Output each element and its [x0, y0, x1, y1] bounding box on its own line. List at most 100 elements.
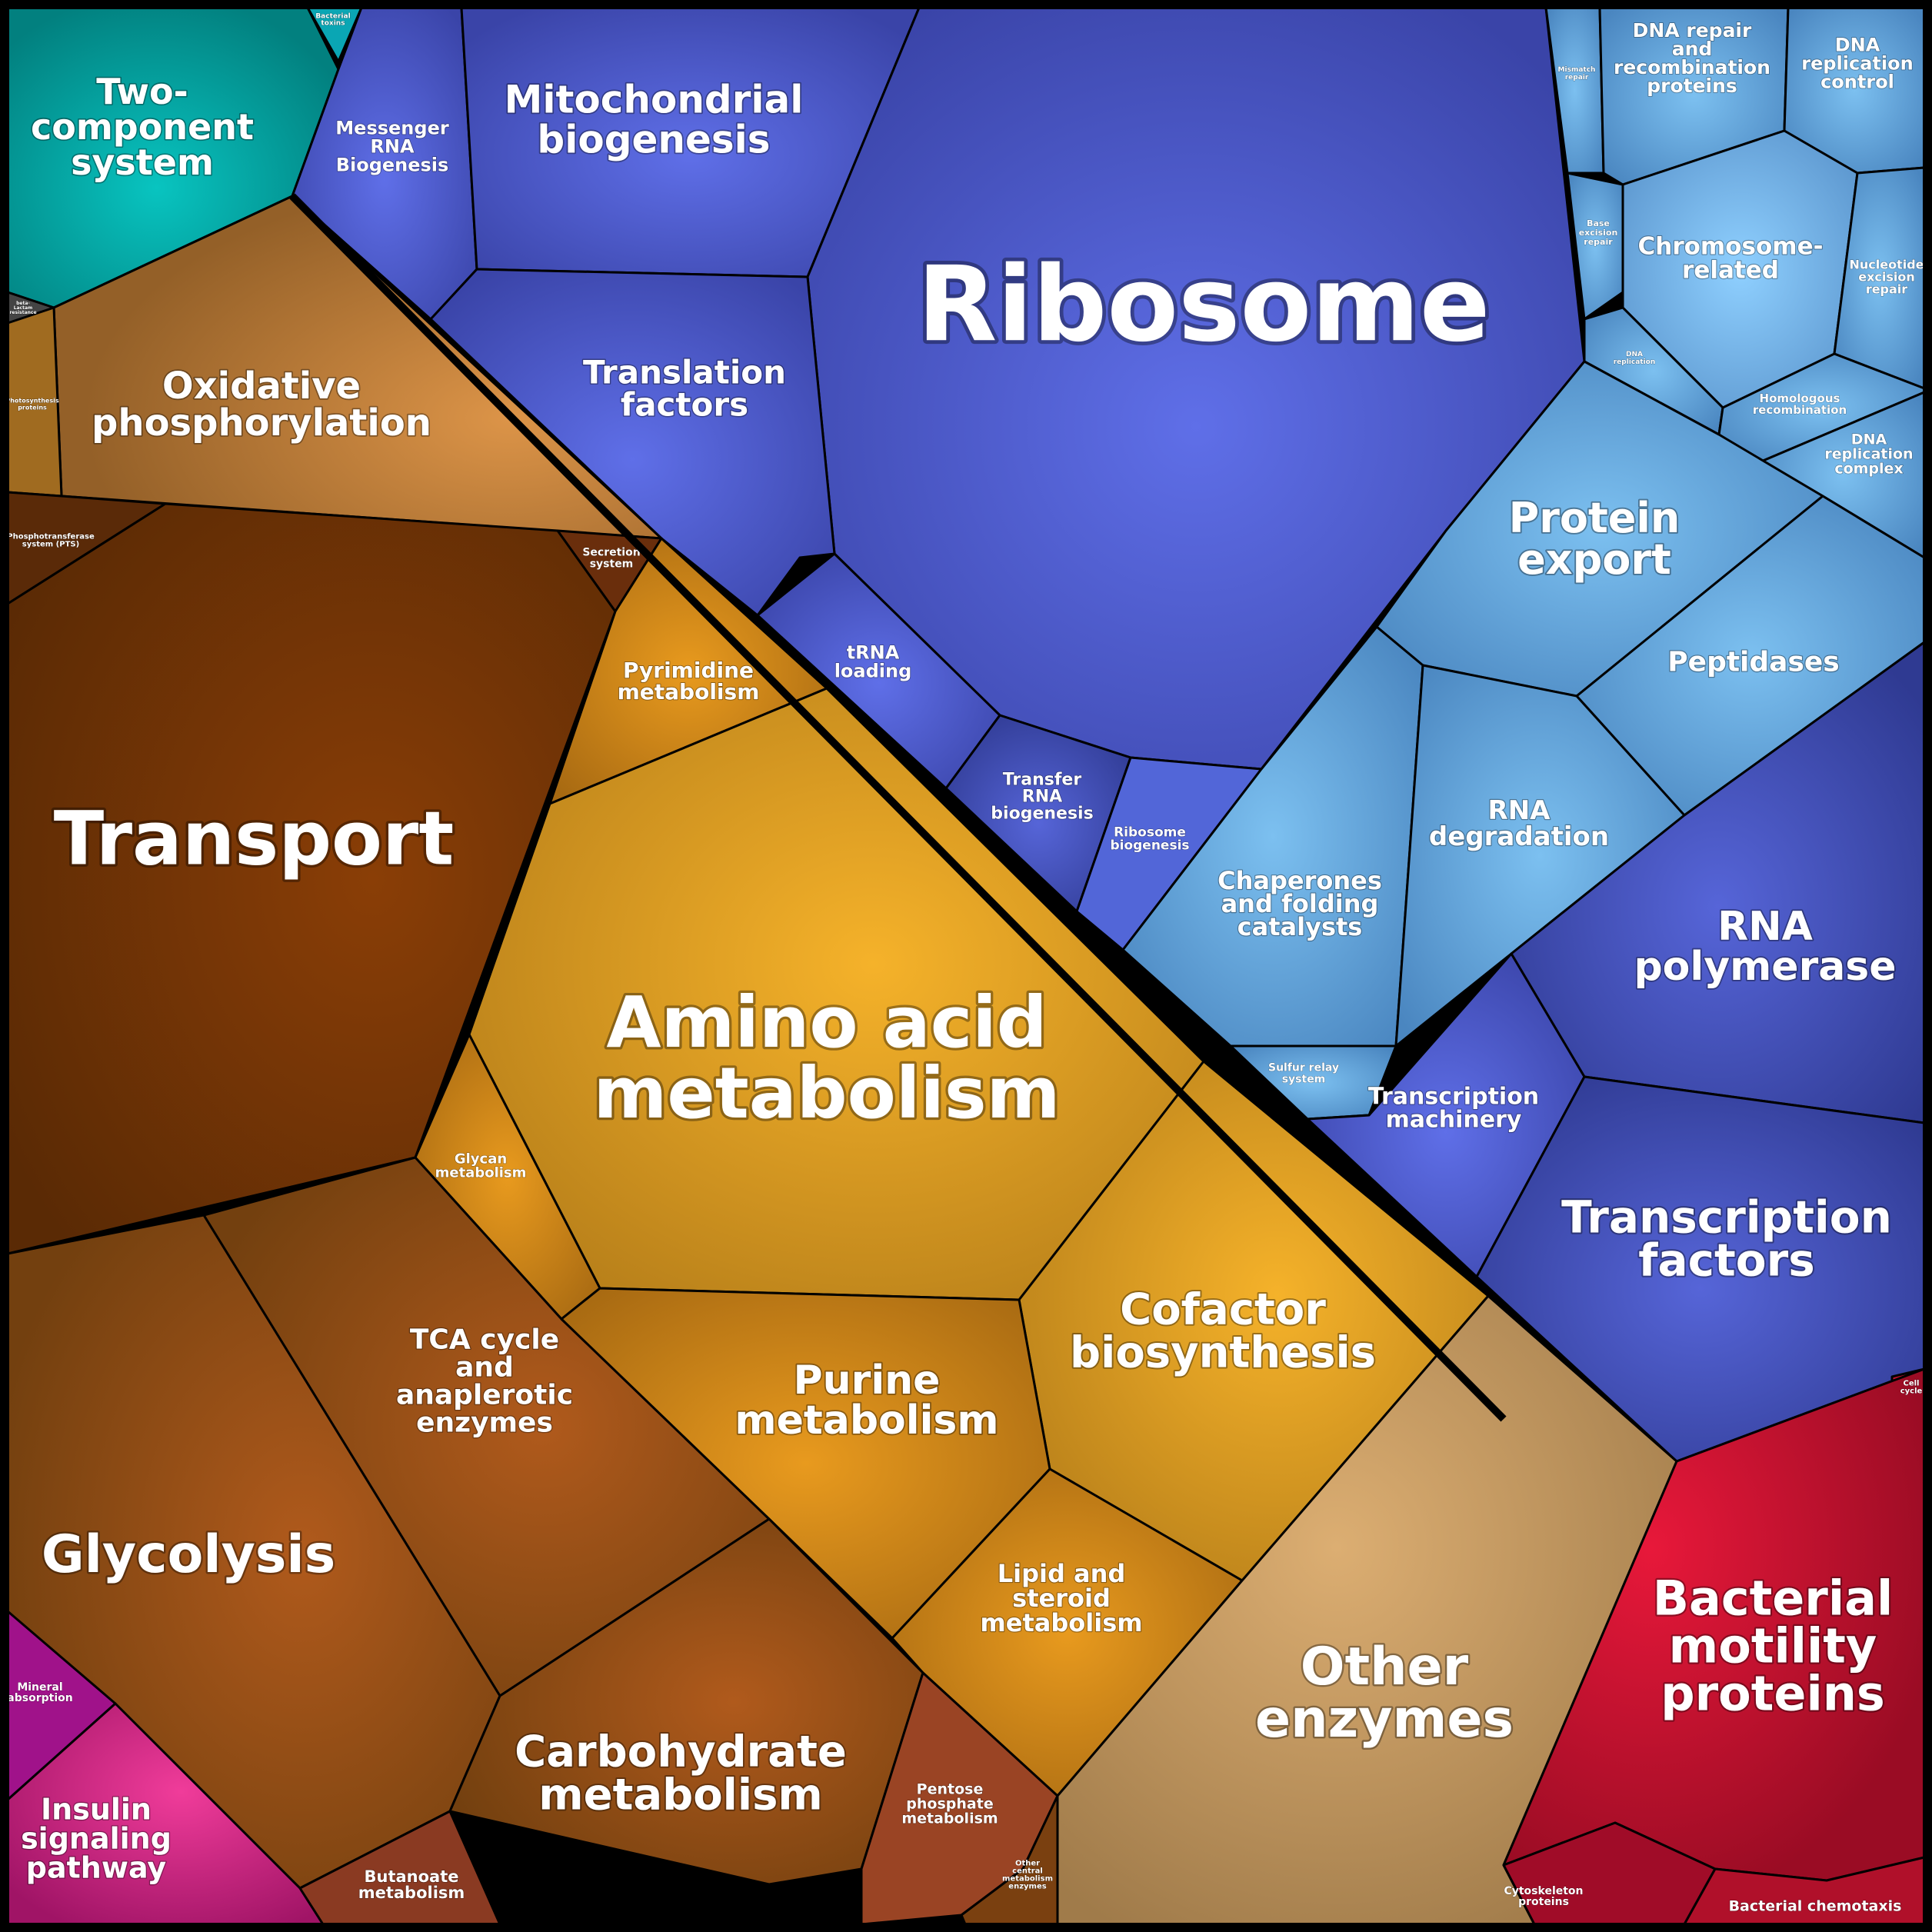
label-transport: Transport [54, 796, 454, 882]
label-line: steroid [1012, 1584, 1111, 1613]
label-line: Transfer [1003, 771, 1082, 790]
cluster-divider [289, 193, 1507, 1422]
label-line: pathway [26, 1850, 167, 1884]
label-line: Pentose [917, 1781, 984, 1798]
label-line: Transcription [1368, 1084, 1539, 1111]
cell-transcription-machinery [1306, 952, 1586, 1278]
label-line: and [1672, 38, 1713, 60]
label-line: Lactam [14, 305, 33, 311]
label-line: excision [1579, 228, 1618, 238]
label-line: system [71, 142, 214, 183]
label-line: DNA [1851, 431, 1887, 448]
label-line: factors [621, 386, 748, 424]
label-line: replication [1801, 52, 1913, 74]
label-line: biosynthesis [1070, 1328, 1376, 1378]
label-line: Amino acid [606, 981, 1047, 1064]
label-line: proteins [1647, 75, 1737, 97]
label-line: Butanoate [365, 1867, 459, 1886]
label-line: Ribosome [918, 244, 1491, 365]
label-line: biogenesis [991, 804, 1093, 824]
label-line: metabolism [901, 1810, 998, 1827]
label-line: Homologous [1760, 391, 1840, 405]
label-line: Glycan [455, 1151, 507, 1167]
label-line: metabolism [618, 679, 760, 705]
label-line: repair [1584, 237, 1613, 247]
label-line: Bacterial [1653, 1571, 1893, 1627]
label-line: Phosphotransferase [7, 533, 95, 541]
label-line: Ribosome [1114, 824, 1186, 840]
label-line: absorption [7, 1692, 72, 1704]
label-line: metabolism [358, 1884, 465, 1902]
label-line: excision [1858, 270, 1915, 285]
label-line: Secretion [582, 546, 640, 558]
label-line: Biogenesis [336, 154, 449, 175]
label-line: metabolism [734, 1397, 998, 1444]
label-line: control [1820, 71, 1894, 92]
label-ribosome: Ribosome [918, 244, 1491, 365]
label-line: Purine [794, 1357, 941, 1404]
label-line: Cofactor [1120, 1285, 1326, 1335]
label-line: Chaperones [1217, 866, 1382, 895]
label-peptidases: Peptidases [1667, 647, 1839, 678]
label-line: RNA [1717, 904, 1813, 950]
label-line: recombination [1753, 403, 1847, 417]
label-line: export [1517, 535, 1671, 584]
label-line: Glycolysis [42, 1524, 335, 1585]
label-line: beta- [16, 301, 30, 306]
label-line: and folding [1221, 889, 1379, 918]
label-line: motility [1669, 1618, 1877, 1674]
label-line: cycle [1900, 1387, 1923, 1396]
label-line: Nucleotide [1849, 258, 1924, 272]
label-line: Insulin [41, 1792, 152, 1826]
label-line: Transcription [1561, 1191, 1892, 1243]
label-line: proteins [18, 404, 47, 411]
label-line: Transport [54, 796, 454, 882]
label-line: catalysts [1237, 912, 1363, 941]
label-line: repair [1565, 74, 1589, 82]
label-line: system [590, 558, 634, 570]
label-line: proteins [1518, 1896, 1569, 1908]
label-line: Other [1301, 1637, 1469, 1697]
label-line: Carbohydrate [515, 1727, 847, 1777]
label-line: Mineral [17, 1681, 62, 1694]
label-line: Chromosome- [1638, 232, 1824, 260]
label-line: DNA repair [1633, 19, 1752, 42]
label-line: enzymes [1255, 1689, 1514, 1750]
label-line: and [455, 1352, 514, 1384]
label-line: phosphate [906, 1796, 993, 1813]
label-line: DNA [1835, 34, 1880, 55]
label-line: polymerase [1634, 944, 1896, 990]
label-line: toxins [321, 20, 345, 28]
label-line: Mitochondrial [505, 78, 804, 122]
label-line: recombination [1614, 56, 1770, 78]
label-line: loading [834, 660, 912, 681]
label-line: RNA [1022, 788, 1062, 807]
label-line: Sulfur relay [1268, 1061, 1339, 1074]
label-line: Peptidases [1667, 647, 1839, 678]
label-bacterial-chemotaxis: Bacterial chemotaxis [1729, 1898, 1902, 1915]
label-line: complex [1834, 461, 1903, 478]
